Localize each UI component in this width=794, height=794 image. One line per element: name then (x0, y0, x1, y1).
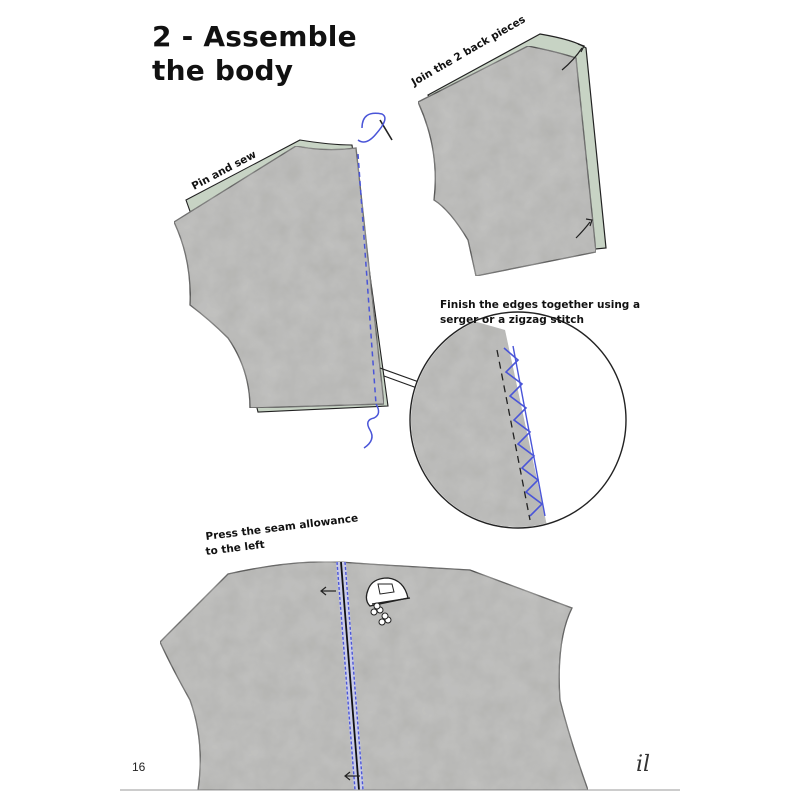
label-finish-line-2: serger or a zigzag stitch (440, 314, 584, 326)
pressed-body-shape (159, 561, 589, 791)
arrow-icon (344, 771, 360, 781)
iron-icon (365, 577, 411, 607)
signature-logo: il (636, 752, 651, 777)
pressed-body: Press the seam allowance to the left (159, 512, 589, 791)
title-line-2: the body (152, 54, 294, 87)
label-press-line-1: Press the seam allowance (205, 512, 359, 543)
back-piece-top (417, 45, 597, 277)
steam-icon (370, 602, 392, 626)
title-line-1: 2 - Assemble (152, 20, 357, 53)
label-finish-line-1: Finish the edges together using a (440, 299, 640, 311)
back-pieces: Join the 2 back pieces (409, 14, 607, 277)
needle-icon (357, 112, 393, 143)
arrow-icon (575, 218, 593, 239)
magnifier-circle: Finish the edges together using a serger… (379, 299, 640, 529)
arrow-icon (320, 586, 336, 596)
arrow-icon (561, 43, 585, 71)
page-number: 16 (132, 760, 146, 774)
thread-icon (363, 403, 380, 449)
front-body-piece: Pin and sew (173, 139, 389, 449)
seam-stitch-line (357, 153, 377, 405)
page-title: 2 - Assemble the body (152, 20, 357, 88)
zigzag-stitch (503, 347, 544, 517)
front-piece-top-layer (173, 145, 385, 409)
